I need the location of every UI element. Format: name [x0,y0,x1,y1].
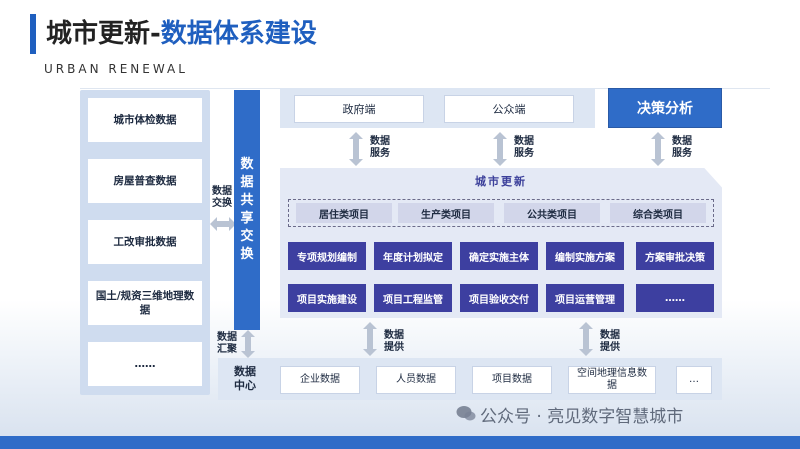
share-char: 数 [240,157,254,172]
project-type-public: 公共类项目 [504,203,600,223]
label-line: 数据 [600,330,620,341]
up-down-arrow-icon [363,322,377,356]
bottom-accent-band [0,436,800,449]
page-subtitle: URBAN RENEWAL [44,62,188,76]
title-highlight: 数据体系建设 [160,19,317,49]
label-line: 数据 [672,136,692,147]
source-more: …… [88,342,202,386]
process-construction: 项目实施建设 [288,284,366,312]
project-types-frame [288,199,714,227]
label-line: 数据 [384,330,404,341]
share-char: 交 [240,229,254,244]
project-type-production: 生产类项目 [398,203,494,223]
label-line: 提供 [600,342,620,353]
share-char: 换 [240,247,254,262]
label-line: 提供 [384,342,404,353]
label-data-provide: 数据 提供 [596,330,624,354]
up-down-arrow-icon [651,132,665,166]
label-data-exchange: 数据 交换 [207,186,237,210]
up-down-arrow-icon [241,330,255,358]
source-3d-geo-data: 国土/规资三维地理数据 [88,281,202,325]
title-accent-bar [30,14,36,54]
label-line: 数据 [212,186,232,197]
project-type-residential: 居住类项目 [296,203,392,223]
data-center-project: 项目数据 [472,366,552,394]
up-down-arrow-icon [349,132,363,166]
label-line: 数据 [514,136,534,147]
label-line: 服务 [370,148,390,159]
process-operation-management: 项目运营管理 [546,284,624,312]
process-special-planning: 专项规划编制 [288,242,366,270]
decision-analysis: 决策分析 [608,88,722,128]
label-data-provide: 数据 提供 [380,330,408,354]
share-char: 共 [240,193,254,208]
process-annual-plan: 年度计划拟定 [374,242,452,270]
up-down-arrow-icon [579,322,593,356]
process-plan-approval: 方案审批决策 [636,242,714,270]
up-down-arrow-icon [493,132,507,166]
label-data-service: 数据 服务 [366,136,394,160]
process-implementation-plan: 编制实施方案 [546,242,624,270]
source-housing-census: 房屋普查数据 [88,159,202,203]
label-line: 数据 [370,136,390,147]
public-end: 公众端 [444,95,574,123]
share-char: 享 [240,211,254,226]
source-city-inspection: 城市体检数据 [88,98,202,142]
source-approval-data: 工改审批数据 [88,220,202,264]
label-line: 汇聚 [217,344,237,355]
data-center-more: … [676,366,712,394]
city-renewal-title: 城市更新 [475,175,527,188]
process-engineering-supervision: 项目工程监管 [374,284,452,312]
label-line: 服务 [514,148,534,159]
data-share-exchange-column: 数 据 共 享 交 换 [234,90,260,330]
label-line: 数据 [217,332,237,343]
label-line: 中心 [234,379,256,392]
double-arrow-icon [210,217,236,231]
wechat-icon [456,406,476,421]
process-select-implementer: 确定实施主体 [460,242,538,270]
page-title: 城市更新-数据体系建设 [46,14,317,54]
title-main: 城市更新- [46,19,161,49]
data-center-enterprise: 企业数据 [280,366,360,394]
data-center-spatial-geo: 空间地理信息数据 [568,366,656,394]
watermark: 公众号 · 亮见数字智慧城市 [480,407,684,427]
label-data-service: 数据 服务 [510,136,538,160]
label-line: 交换 [212,198,232,209]
data-center-label: 数据 中心 [222,360,268,398]
label-data-service: 数据 服务 [668,136,696,160]
government-end: 政府端 [294,95,424,123]
process-acceptance-delivery: 项目验收交付 [460,284,538,312]
process-more: …… [636,284,714,312]
share-char: 据 [240,175,254,190]
project-type-comprehensive: 综合类项目 [610,203,706,223]
label-data-collect: 数据 汇聚 [212,332,242,356]
label-line: 服务 [672,148,692,159]
label-line: 数据 [234,365,256,378]
data-center-personnel: 人员数据 [376,366,456,394]
